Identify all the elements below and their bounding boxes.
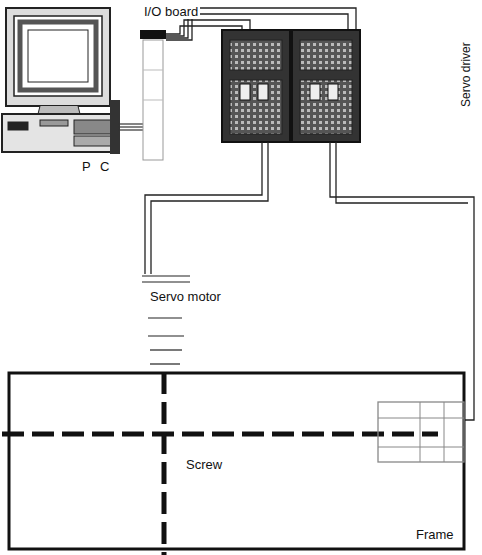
pc-cable	[118, 124, 143, 130]
servo-driver-units	[222, 30, 360, 142]
motor-cable	[145, 142, 268, 274]
pc-illustration	[2, 8, 120, 154]
part-label: Servo driver	[459, 40, 472, 109]
io-board	[140, 30, 166, 160]
part-label: Frame	[414, 528, 456, 542]
screw-axis	[2, 432, 438, 437]
screw-axis	[162, 372, 167, 555]
frame-outline	[9, 373, 464, 549]
part-label: Screw	[184, 458, 224, 472]
scale-unit	[378, 402, 464, 462]
part-label: P C	[80, 160, 114, 174]
feedback-cable	[330, 142, 474, 420]
part-label: I/O board	[142, 5, 200, 19]
part-label: Servo motor	[148, 290, 223, 304]
